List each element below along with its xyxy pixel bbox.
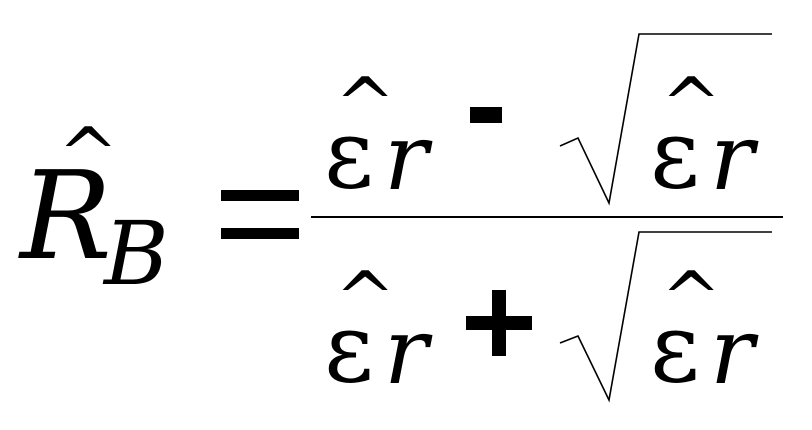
numerator-epsilon-hat: ^ [335,62,396,146]
lhs-variable: R [20,145,112,287]
lhs-hat-accent: ^ [58,112,119,196]
equals-bottom-bar [221,228,299,239]
fraction-bar [311,216,783,218]
denominator-epsilon: ε [324,292,374,404]
denominator-radicand-hat: ^ [661,256,722,340]
numerator-radicand-hat: ^ [661,62,722,146]
equals-top-bar [221,190,299,201]
denominator-radicand-epsilon: ε [650,292,700,404]
lhs-subscript: B [104,202,169,305]
numerator-epsilon-subscript: r [384,104,428,211]
plus-vertical-bar [492,290,506,356]
numerator-radicand-subscript: r [710,104,754,211]
denominator-epsilon-subscript: r [384,298,428,405]
minus-sign [470,107,502,123]
denominator-radicand-subscript: r [710,298,754,405]
denominator-epsilon-hat: ^ [335,256,396,340]
numerator-radicand-epsilon: ε [650,98,700,210]
numerator-epsilon: ε [324,98,374,210]
